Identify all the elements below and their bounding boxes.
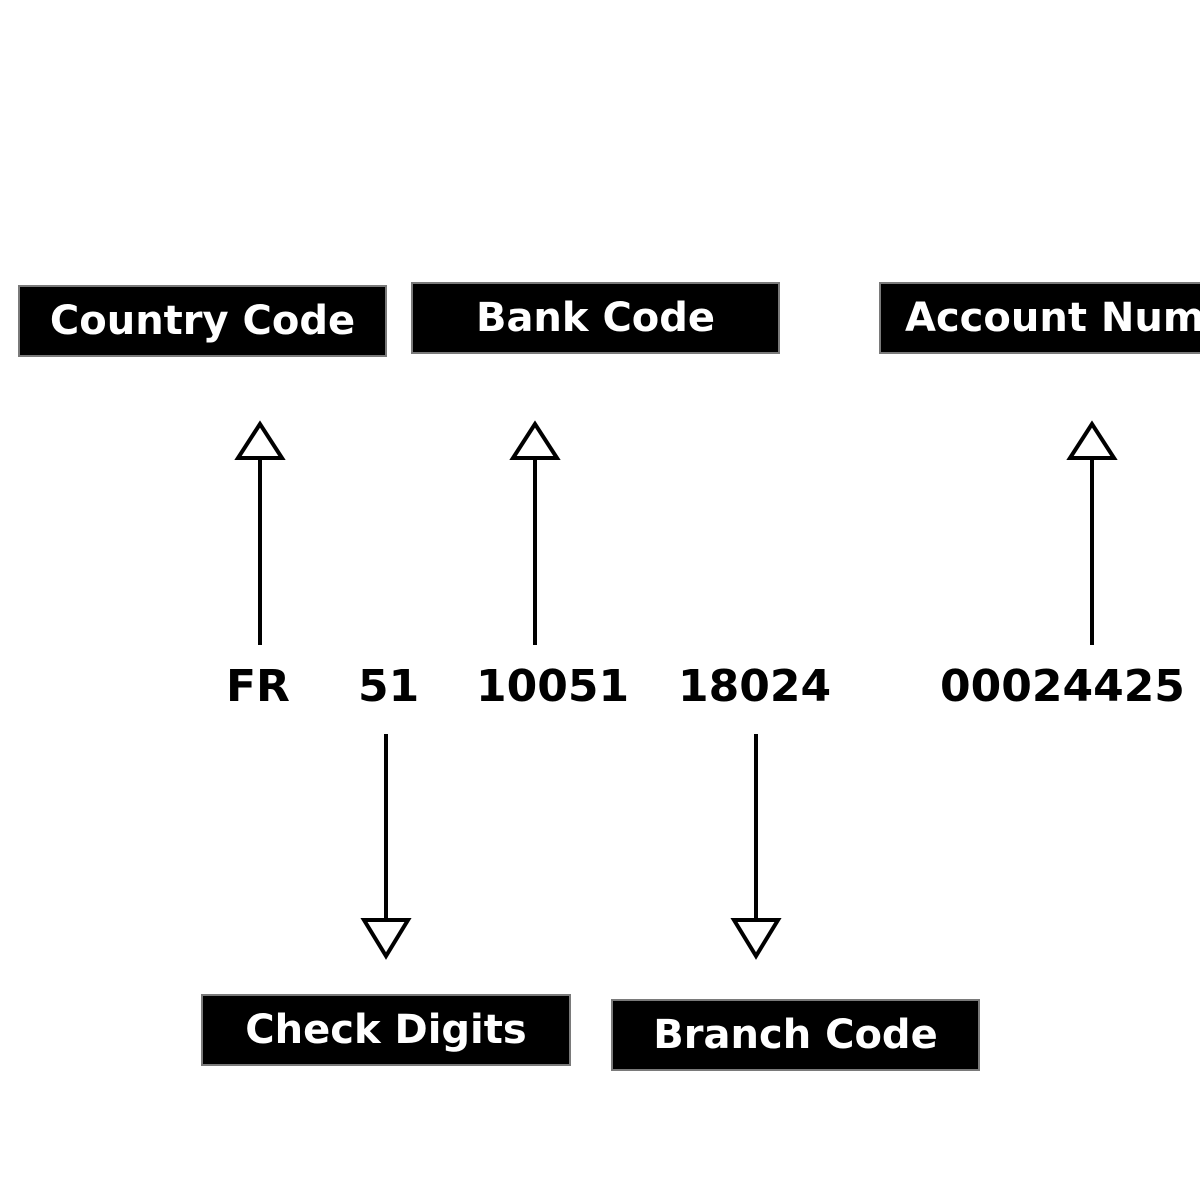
account-number-text: Account Num — [905, 295, 1200, 341]
iban-check-digits: 51 — [358, 661, 420, 712]
country-code-text: Country Code — [49, 298, 356, 344]
check-digits-text: Check Digits — [245, 1007, 527, 1053]
check-digits-label: Check Digits — [201, 994, 571, 1066]
arrow-down-check — [360, 734, 412, 960]
arrow-up-account — [1066, 420, 1118, 645]
iban-country: FR — [226, 661, 290, 712]
account-number-label: Account Num — [879, 282, 1200, 354]
branch-code-text: Branch Code — [653, 1012, 938, 1058]
iban-account-number: 00024425 — [940, 661, 1185, 712]
country-code-label: Country Code — [18, 285, 387, 357]
bank-code-label: Bank Code — [411, 282, 780, 354]
bank-code-text: Bank Code — [475, 295, 716, 341]
iban-bank-code: 10051 — [476, 661, 630, 712]
iban-branch-code: 18024 — [678, 661, 832, 712]
branch-code-label: Branch Code — [611, 999, 980, 1071]
arrow-down-branch — [730, 734, 782, 960]
arrow-up-country — [234, 420, 286, 645]
arrow-up-bank — [509, 420, 561, 645]
